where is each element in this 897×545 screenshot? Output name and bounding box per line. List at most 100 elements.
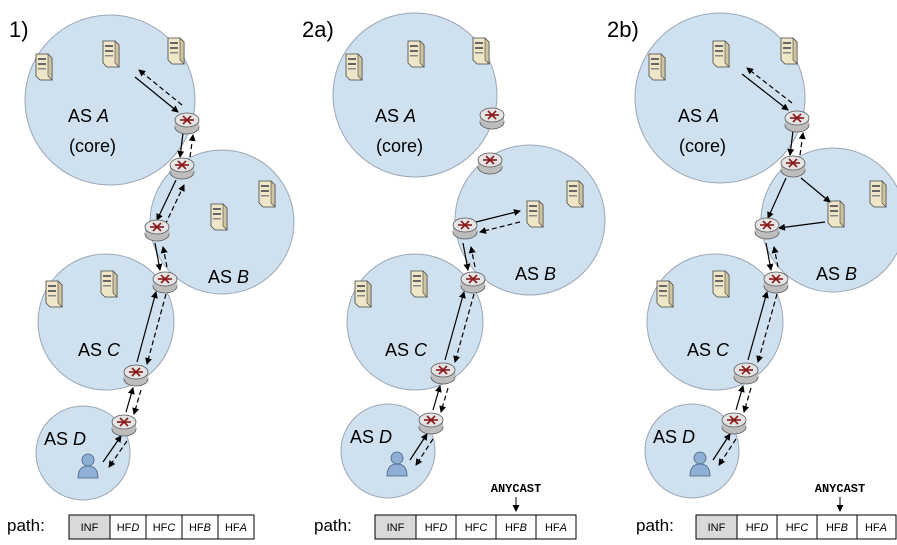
server-icon <box>712 270 730 298</box>
router-icon <box>111 414 137 437</box>
server-icon <box>712 40 730 68</box>
as-d-bubble <box>35 405 131 501</box>
as-a-bubble <box>332 12 498 178</box>
path-label: path: <box>7 516 45 535</box>
inf-cell <box>374 514 417 540</box>
cell-inf-text: INF <box>81 522 99 534</box>
as-d-label: AS D <box>350 427 392 447</box>
cell-hf-text: HFB <box>826 522 848 534</box>
hop-field-cell <box>776 514 818 540</box>
router-icon <box>460 271 486 294</box>
path-header: INF HFD HFC HFB HFA <box>68 514 255 540</box>
router-icon <box>754 217 780 240</box>
server-icon <box>407 40 425 68</box>
as-c-bubble <box>346 253 484 391</box>
server-icon <box>210 203 228 231</box>
cell-hf-text: HFC <box>786 522 809 534</box>
as-c-label: AS C <box>78 340 121 360</box>
hop-field-cell <box>856 514 897 540</box>
server-icon <box>526 200 544 228</box>
hop-field-cell <box>415 514 457 540</box>
as-c-bubble <box>37 253 175 391</box>
anycast-label: ANYCAST <box>815 482 865 496</box>
path-label: path: <box>636 516 674 535</box>
router-icon <box>169 157 195 180</box>
as-b-label: AS B <box>515 264 556 284</box>
panel-1: 1) AS A (core) AS B AS C AS D <box>7 14 295 540</box>
as-a-label: AS A <box>375 106 416 126</box>
path-header: INF HFD HFC HFB HFA <box>374 514 577 540</box>
server-icon <box>167 37 185 65</box>
router-icon <box>144 219 170 242</box>
as-a-core-label: (core) <box>376 136 423 156</box>
server-icon <box>354 280 372 308</box>
server-icon <box>410 270 428 298</box>
cell-hf-text: HFB <box>189 522 211 534</box>
router-icon <box>452 217 478 240</box>
router-icon <box>763 271 789 294</box>
as-d-label: AS D <box>653 427 695 447</box>
panel-2a: 2a) AS A (core) AS B AS C AS D <box>302 12 606 540</box>
panel-2b: 2b) AS A (core) AS B AS C AS D <box>607 12 897 540</box>
hop-field-cell <box>495 514 537 540</box>
server-icon <box>100 270 118 298</box>
server-icon <box>827 200 845 228</box>
hop-field-cell <box>217 514 255 540</box>
server-icon <box>780 37 798 65</box>
path-header: INF HFD HFC HFB HFA <box>695 514 897 540</box>
cell-hf-text: HFD <box>117 522 140 534</box>
cell-inf-text: INF <box>708 522 726 534</box>
router-icon <box>784 110 810 133</box>
server-icon <box>472 37 490 65</box>
as-a-bubble <box>24 14 196 186</box>
server-icon <box>345 53 363 81</box>
cell-hf-text: HFA <box>225 522 247 534</box>
path-arrows <box>102 69 196 468</box>
as-c-label: AS C <box>385 340 428 360</box>
router-icon <box>418 412 444 435</box>
inf-cell <box>68 514 111 540</box>
server-icon <box>35 53 53 81</box>
server-icon <box>648 53 666 81</box>
anycast-label: ANYCAST <box>491 482 541 496</box>
as-d-label: AS D <box>44 429 86 449</box>
router-icon <box>123 364 149 387</box>
server-icon <box>656 280 674 308</box>
path-label: path: <box>314 516 352 535</box>
as-b-label: AS B <box>208 267 249 287</box>
router-icon <box>721 412 747 435</box>
path-arrows <box>712 67 831 466</box>
router-icon <box>780 155 806 178</box>
hop-field-cell <box>816 514 858 540</box>
panel-1-title: 1) <box>9 17 29 42</box>
router-icon <box>477 152 503 175</box>
as-c-label: AS C <box>687 340 730 360</box>
as-a-label: AS A <box>68 106 109 126</box>
cell-inf-text: INF <box>387 522 405 534</box>
as-a-core-label: (core) <box>69 136 116 156</box>
cell-hf-text: HFA <box>545 522 567 534</box>
hop-field-cell <box>455 514 497 540</box>
server-icon <box>258 180 276 208</box>
router-icon <box>174 112 200 135</box>
server-icon <box>102 40 120 68</box>
as-d-bubble <box>340 403 436 499</box>
router-icon <box>733 362 759 385</box>
router-icon <box>430 362 456 385</box>
router-icon <box>152 271 178 294</box>
as-a-bubble <box>634 12 806 184</box>
cell-hf-text: HFD <box>425 522 448 534</box>
as-a-label: AS A <box>678 106 719 126</box>
inf-cell <box>695 514 738 540</box>
as-d-bubble <box>644 403 740 499</box>
server-icon <box>45 280 63 308</box>
cell-hf-text: HFC <box>465 522 488 534</box>
cell-hf-text: HFC <box>153 522 176 534</box>
as-a-core-label: (core) <box>679 136 726 156</box>
cell-hf-text: HFA <box>865 522 887 534</box>
as-b-label: AS B <box>816 264 857 284</box>
router-icon <box>479 107 505 130</box>
hop-field-cell <box>535 514 577 540</box>
panel-2a-title: 2a) <box>302 17 334 42</box>
